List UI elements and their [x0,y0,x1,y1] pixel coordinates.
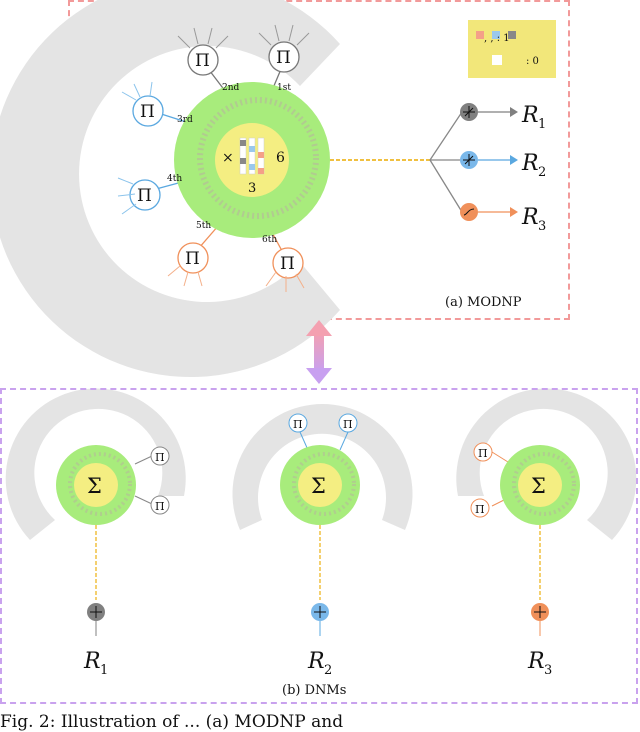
svg-text:R: R [521,205,539,230]
svg-text:Π: Π [293,418,303,431]
svg-text:1: 1 [100,663,108,678]
panel-a-dendrite-6: Π 6th [262,235,304,279]
svg-text:Π: Π [195,51,210,71]
svg-text:3: 3 [538,219,546,234]
panel-b-model-1: Σ Π Π R 1 [5,388,186,678]
panel-a-output-3: R 3 [460,203,546,234]
panel-a-cell-texture [197,97,319,219]
panel-a-dendrite-rays [117,24,310,292]
panel-a-dendrite-3: Π 3rd [132,95,193,127]
panel-b-frame [0,388,638,704]
svg-text:1: 1 [538,117,546,132]
svg-text:R: R [521,103,539,128]
panel-a-dendrite-1: Π 2nd [187,44,240,93]
svg-text:Π: Π [475,503,485,516]
svg-text:Σ: Σ [87,474,102,498]
svg-text:Σ: Σ [531,474,546,498]
svg-text:3: 3 [544,663,552,678]
panel-a-label-1st: 1st [277,83,291,93]
panel-a-output-2: R 2 [460,151,546,180]
svg-text:Π: Π [137,186,152,206]
panel-b-label: (b) DNMs [282,683,346,698]
panel-a-label-6th: 6th [262,235,277,245]
svg-text:Π: Π [155,451,165,464]
panel-a-output-1: R 1 [460,103,546,132]
panel-a-soma-bottom: 3 [248,181,256,196]
panel-a-soma-right: 6 [276,150,285,166]
svg-text:R: R [527,649,545,674]
panel-a-matrix [239,137,265,175]
panel-a-output-branches [429,111,463,213]
panel-a-ring [0,0,340,377]
svg-text:Π: Π [478,447,488,460]
panel-a-legend: , , : 1 : 0 [468,20,556,78]
panel-a-dendrite-5: Π 5th [177,221,211,274]
svg-text:Π: Π [343,418,353,431]
svg-text:Π: Π [276,48,291,68]
svg-text:: 0: : 0 [526,56,539,67]
svg-text:, , : 1: , , : 1 [484,33,510,44]
bidirectional-arrow [306,320,332,384]
svg-text:Π: Π [185,249,200,269]
panel-a-label-2nd: 2nd [222,83,240,93]
svg-text:Σ: Σ [311,474,326,498]
svg-text:Π: Π [280,254,295,274]
svg-text:Π: Π [155,500,165,513]
svg-text:R: R [521,151,539,176]
svg-text:R: R [307,649,325,674]
panel-a-dendrite-4: Π 4th [129,174,182,211]
panel-b-model-2: Σ Π Π R 2 [232,404,413,678]
panel-a-label-3rd: 3rd [177,115,193,125]
svg-text:Π: Π [140,102,155,122]
svg-text:2: 2 [324,663,332,678]
panel-a-label: (a) MODNP [445,295,522,310]
figure-caption: Fig. 2: Illustration of ... (a) MODNP an… [0,712,344,732]
panel-a-label-5th: 5th [196,221,211,231]
panel-a-label-4th: 4th [167,174,182,184]
panel-a-dendrite-2: Π 1st [268,41,300,93]
panel-a-soma-left: × [222,150,234,166]
svg-text:2: 2 [538,165,546,180]
svg-text:R: R [83,649,101,674]
panel-b-model-3: Σ Π Π R 3 [456,388,637,678]
